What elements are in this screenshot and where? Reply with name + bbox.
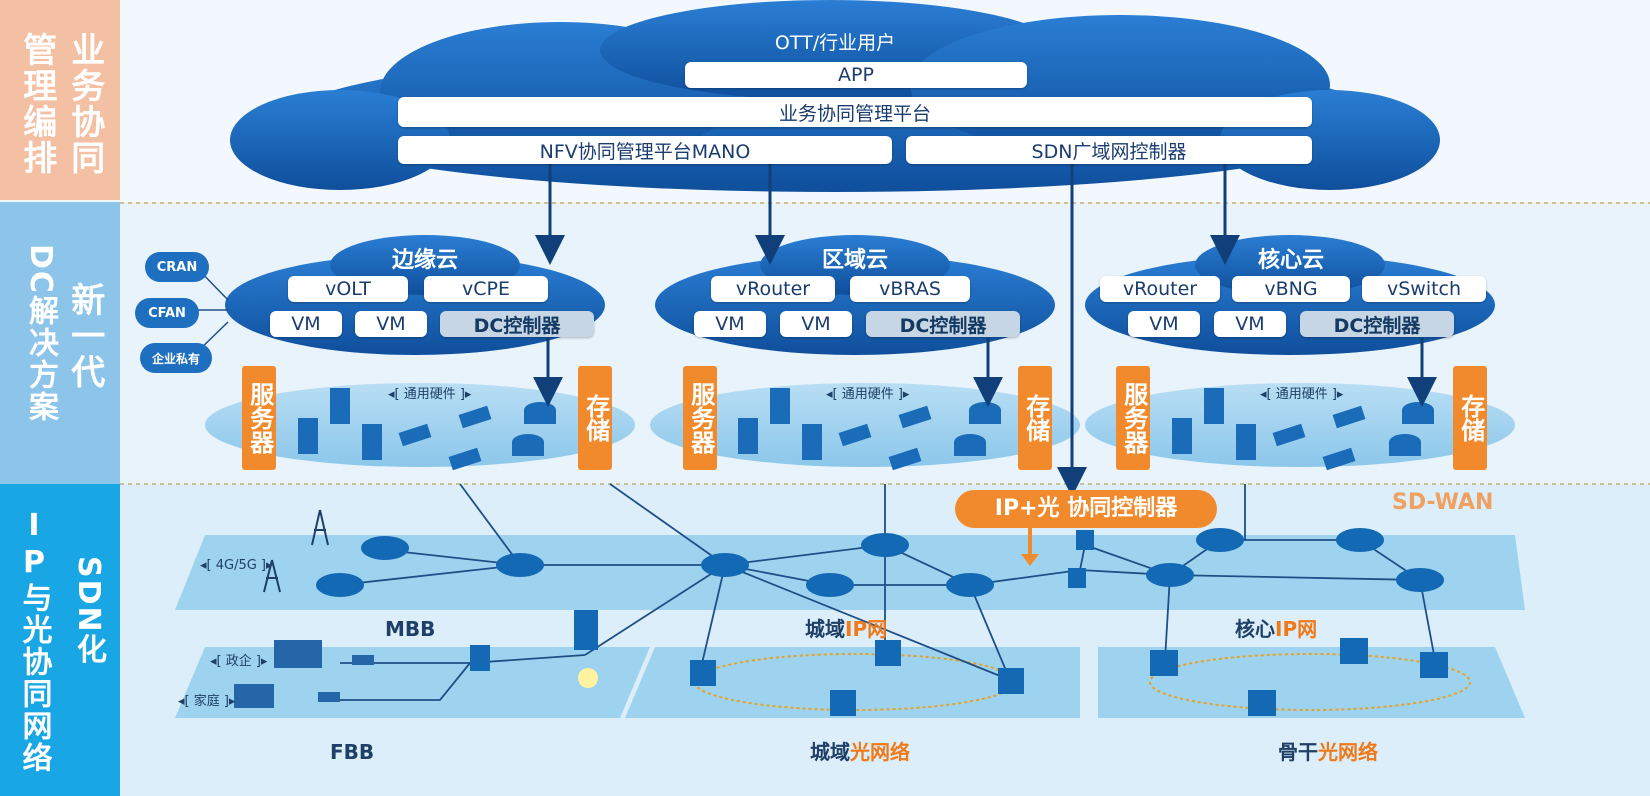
core-hw-label: ◂[ 通用硬件 ]▸ (1260, 387, 1344, 402)
label-orchestration-b: 管理编排 (16, 32, 57, 176)
service-platform-box[interactable]: 业务协同管理平台 (398, 97, 1312, 127)
edge-volt[interactable]: vOLT (288, 276, 408, 302)
label-dc: 新一代 DC解决方案 (0, 202, 120, 484)
label-network-a: SDN化 (71, 556, 106, 666)
core-vbng[interactable]: vBNG (1232, 276, 1350, 302)
edge-server-box: 服务器 (242, 366, 276, 470)
edge-vm-2[interactable]: VM (355, 311, 427, 337)
core-server-label: 服务器 (1119, 382, 1148, 454)
label-network-b: IP与光协同网络 (16, 508, 52, 774)
tower-icons (263, 509, 329, 593)
router-icons (316, 528, 1448, 716)
tag-home: ◂[ 家庭 ]▸ (178, 694, 236, 709)
edge-cloud-cfan: CFAN (135, 298, 199, 328)
tag-mobile: ◂[ 4G/5G ]▸ (200, 558, 273, 573)
top-cloud-title: OTT/行业用户 (774, 32, 896, 54)
regional-vrouter[interactable]: vRouter (711, 276, 835, 302)
edge-cloud-enterprise: 企业私有 (140, 343, 212, 373)
core-storage-label: 存储 (1456, 394, 1485, 442)
edge-vcpe[interactable]: vCPE (424, 276, 548, 302)
plane-backbone-optical (1098, 647, 1525, 718)
label-dc-a: 新一代 (64, 282, 105, 390)
label-mbb: MBB (385, 617, 436, 641)
dc-cloud-core-title: 核心云 (1257, 248, 1324, 273)
edge-vm-1[interactable]: VM (270, 311, 342, 337)
arrowhead-ipoptical (1021, 554, 1039, 566)
core-storage-box: 存储 (1453, 366, 1487, 470)
edge-storage-label: 存储 (581, 394, 610, 442)
metro-optical-prefix: 城域 (810, 740, 850, 764)
regional-vm-1[interactable]: VM (694, 311, 766, 337)
regional-vbras[interactable]: vBRAS (850, 276, 970, 302)
label-orchestration: 业务协同 管理编排 (0, 0, 120, 200)
edge-dc-controller[interactable]: DC控制器 (440, 311, 594, 337)
app-box[interactable]: APP (685, 62, 1027, 88)
label-core-ip: 核心IP网 (1235, 613, 1317, 642)
regional-vm-2[interactable]: VM (780, 311, 852, 337)
label-metro-optical: 城域光网络 (810, 736, 910, 765)
ring-backbone (1149, 653, 1471, 711)
edge-server-label: 服务器 (245, 382, 274, 454)
backbone-optical-highlight: 光网络 (1318, 740, 1378, 764)
edge-cloud-cran: CRAN (145, 252, 209, 282)
core-ip-prefix: 核心 (1235, 617, 1275, 641)
dc-cloud-edge-title: 边缘云 (391, 248, 458, 273)
edge-hw-label: ◂[ 通用硬件 ]▸ (388, 387, 472, 402)
regional-hw-label: ◂[ 通用硬件 ]▸ (826, 387, 910, 402)
hardware-icons (298, 388, 1434, 471)
label-fbb: FBB (330, 740, 375, 764)
core-vm-1[interactable]: VM (1128, 311, 1200, 337)
core-vrouter[interactable]: vRouter (1100, 276, 1220, 302)
core-dc-controller[interactable]: DC控制器 (1300, 311, 1454, 337)
label-metro-ip: 城域IP网 (805, 613, 887, 642)
label-orchestration-a: 业务协同 (64, 32, 105, 176)
edge-storage-box: 存储 (578, 366, 612, 470)
sdn-controller-box[interactable]: SDN广域网控制器 (906, 136, 1312, 164)
tag-gov: ◂[ 政企 ]▸ (210, 654, 268, 669)
backbone-optical-prefix: 骨干 (1278, 740, 1318, 764)
sd-wan-label: SD-WAN (1392, 490, 1494, 515)
label-backbone-optical: 骨干光网络 (1278, 736, 1378, 765)
regional-storage-label: 存储 (1021, 394, 1050, 442)
core-vm-2[interactable]: VM (1214, 311, 1286, 337)
metro-ip-prefix: 城域 (805, 617, 845, 641)
nfv-platform-box[interactable]: NFV协同管理平台MANO (398, 136, 892, 164)
access-buildings (234, 640, 598, 708)
regional-server-box: 服务器 (683, 366, 717, 470)
regional-dc-controller[interactable]: DC控制器 (866, 311, 1020, 337)
plane-mbb (175, 535, 670, 610)
dc-cloud-regional-title: 区域云 (821, 248, 888, 273)
core-server-box: 服务器 (1116, 366, 1150, 470)
regional-storage-box: 存储 (1018, 366, 1052, 470)
core-vswitch[interactable]: vSwitch (1362, 276, 1486, 302)
label-dc-b: DC解决方案 (23, 244, 58, 423)
metro-optical-highlight: 光网络 (850, 740, 910, 764)
core-ip-highlight: IP网 (1275, 617, 1318, 641)
label-network: SDN化 IP与光协同网络 (0, 484, 120, 796)
ip-optical-controller[interactable]: IP+光 协同控制器 (955, 490, 1217, 528)
metro-ip-highlight: IP网 (845, 617, 888, 641)
regional-server-label: 服务器 (686, 382, 715, 454)
